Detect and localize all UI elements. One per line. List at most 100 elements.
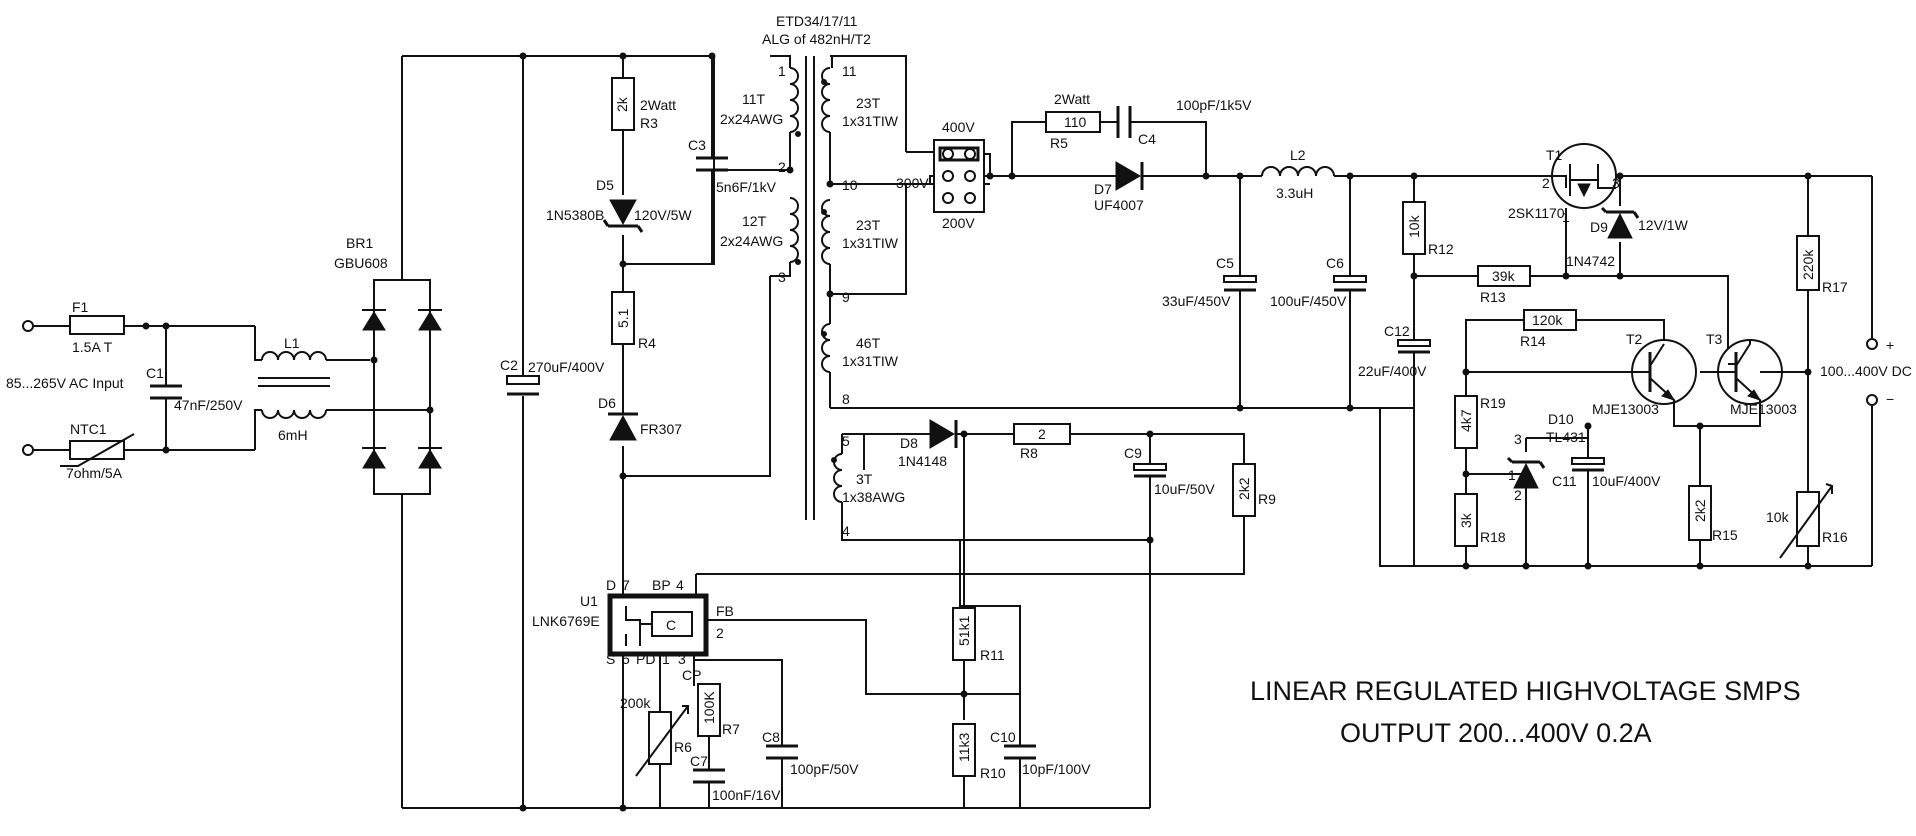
u1-pin-bp-num: 4 bbox=[676, 577, 684, 593]
output-rectifier: 110 2Watt R5 C4 100pF/1k5V D7 UF4007 bbox=[1008, 91, 1262, 213]
d6-value: FR307 bbox=[640, 421, 682, 437]
r10-ref: R10 bbox=[980, 765, 1006, 781]
w3-pin-bot: 10 bbox=[842, 177, 858, 193]
node bbox=[162, 446, 170, 454]
c7-value: 100nF/16V bbox=[712, 787, 781, 803]
u1-ref: U1 bbox=[580, 593, 598, 609]
d5-ref: D5 bbox=[596, 177, 614, 193]
r9-ref: R9 bbox=[1258, 491, 1276, 507]
output-label: 100...400V DC bbox=[1820, 363, 1912, 379]
w6-turns: 3T bbox=[856, 471, 873, 487]
c9-value: 10uF/50V bbox=[1154, 481, 1215, 497]
r7-ref: R7 bbox=[722, 721, 740, 737]
transformer-type: ETD34/17/11 bbox=[776, 13, 858, 29]
d10-pin3: 3 bbox=[1514, 431, 1522, 447]
c5-value: 33uF/450V bbox=[1162, 293, 1231, 309]
aux-supply: D8 1N4148 2 R8 C9 10uF/50V 2k2 R9 bbox=[696, 419, 1276, 808]
r5-value: 110 bbox=[1064, 114, 1087, 130]
r3-value: 2k bbox=[614, 96, 630, 112]
node bbox=[1462, 562, 1470, 570]
resistor-r13 bbox=[1477, 265, 1531, 287]
w1-wire: 2x24AWG bbox=[720, 111, 783, 127]
r12-ref: R12 bbox=[1428, 241, 1454, 257]
output-terminal-minus bbox=[1866, 394, 1878, 406]
c7-ref: C7 bbox=[690, 753, 708, 769]
w4-pin-bot: 9 bbox=[842, 289, 850, 305]
node bbox=[370, 356, 378, 364]
d5-note: 120V/5W bbox=[634, 207, 692, 223]
jumper-400v: 400V bbox=[942, 119, 975, 135]
d10-ref: D10 bbox=[1548, 411, 1574, 427]
w2-turns: 12T bbox=[742, 213, 767, 229]
d8-value: 1N4148 bbox=[898, 453, 947, 469]
r10-value: 11k3 bbox=[956, 732, 972, 762]
c5-ref: C5 bbox=[1216, 255, 1234, 271]
r3-ref: R3 bbox=[640, 115, 658, 131]
node bbox=[1008, 172, 1016, 180]
linear-regulator: T1 2 3 1 2SK1170 D9 12V/1W 1N4742 10k R1… bbox=[1358, 143, 1872, 570]
resistor-r15 bbox=[1688, 485, 1712, 541]
transformer-alg: ALG of 482nH/T2 bbox=[762, 31, 871, 47]
r15-value: 2k2 bbox=[1692, 499, 1708, 522]
d7-value: UF4007 bbox=[1094, 197, 1144, 213]
t1-value: 2SK1170 bbox=[1508, 205, 1565, 221]
t2-value: MJE13003 bbox=[1592, 401, 1659, 417]
t3-value: MJE13003 bbox=[1730, 401, 1797, 417]
t1-pin-s: 3 bbox=[1612, 175, 1620, 191]
br1-ref: BR1 bbox=[346, 235, 373, 251]
r11-ref: R11 bbox=[980, 647, 1005, 663]
input-label: 85...265V AC Input bbox=[6, 375, 124, 391]
resistor-r8 bbox=[1013, 423, 1071, 445]
u1-support-network: 200k R6 100K R7 C7 100nF/16V C8 100pF/50… bbox=[620, 670, 859, 808]
node bbox=[786, 166, 794, 174]
r16-value: 10k bbox=[1766, 509, 1790, 525]
resistor-r18 bbox=[1454, 493, 1478, 547]
c10-value: 10pF/100V bbox=[1022, 761, 1091, 777]
r19-value: 4k7 bbox=[1458, 409, 1474, 432]
node bbox=[142, 322, 150, 330]
d10-pin1: 1 bbox=[1508, 467, 1516, 483]
r13-value: 39k bbox=[1492, 268, 1516, 284]
node bbox=[1236, 404, 1244, 412]
w5-pin-bot: 8 bbox=[842, 391, 850, 407]
w3-turns: 23T bbox=[856, 95, 881, 111]
c8-ref: C8 bbox=[762, 729, 780, 745]
c3-value: 5n6F/1kV bbox=[716, 179, 777, 195]
c8-value: 100pF/50V bbox=[790, 761, 859, 777]
resistor-r12 bbox=[1402, 201, 1426, 255]
resistor-r19 bbox=[1454, 395, 1478, 449]
u1-pin-s: S bbox=[606, 651, 615, 667]
output-minus-label: − bbox=[1886, 391, 1894, 407]
resistor-r10 bbox=[952, 723, 976, 777]
f1-value: 1.5A T bbox=[72, 339, 113, 355]
node bbox=[986, 172, 994, 180]
ac-input-section: 85...265V AC Input F1 1.5A T NTC1 7ohm/5… bbox=[6, 299, 255, 481]
w1-turns: 11T bbox=[742, 91, 766, 107]
l1-value: 6mH bbox=[278, 427, 308, 443]
c4-ref: C4 bbox=[1138, 131, 1156, 147]
controller-u1: C U1 LNK6769E D 7 BP 4 FB 2 S 5 PD 1 3 C… bbox=[532, 540, 1021, 808]
node bbox=[826, 180, 834, 188]
resistor-r6 bbox=[648, 711, 672, 765]
u1-pin-cp: CP bbox=[682, 667, 701, 683]
voltage-selector-jumper: 400V 300V 200V bbox=[896, 119, 1030, 231]
diagram-subtitle: OUTPUT 200...400V 0.2A bbox=[1340, 718, 1652, 748]
r3-note: 2Watt bbox=[640, 97, 676, 113]
d8-ref: D8 bbox=[900, 435, 918, 451]
resistor-r14 bbox=[1523, 309, 1577, 331]
f1-ref: F1 bbox=[72, 299, 89, 315]
r7-value: 100K bbox=[701, 691, 717, 724]
output-terminal-plus bbox=[1866, 338, 1878, 350]
r8-value: 2 bbox=[1038, 426, 1046, 442]
c11-ref: C11 bbox=[1552, 473, 1577, 489]
u1-value: LNK6769E bbox=[532, 613, 600, 629]
d9-note: 12V/1W bbox=[1638, 217, 1689, 233]
node bbox=[1202, 172, 1210, 180]
r9-value: 2k2 bbox=[1236, 477, 1252, 500]
w6-pin-top: 5 bbox=[842, 433, 850, 449]
l2-ref: L2 bbox=[1290, 147, 1306, 163]
w4-wire: 1x31TIW bbox=[842, 235, 899, 251]
c9-ref: C9 bbox=[1124, 445, 1142, 461]
d7-ref: D7 bbox=[1094, 181, 1112, 197]
d10-pin2: 2 bbox=[1514, 487, 1522, 503]
